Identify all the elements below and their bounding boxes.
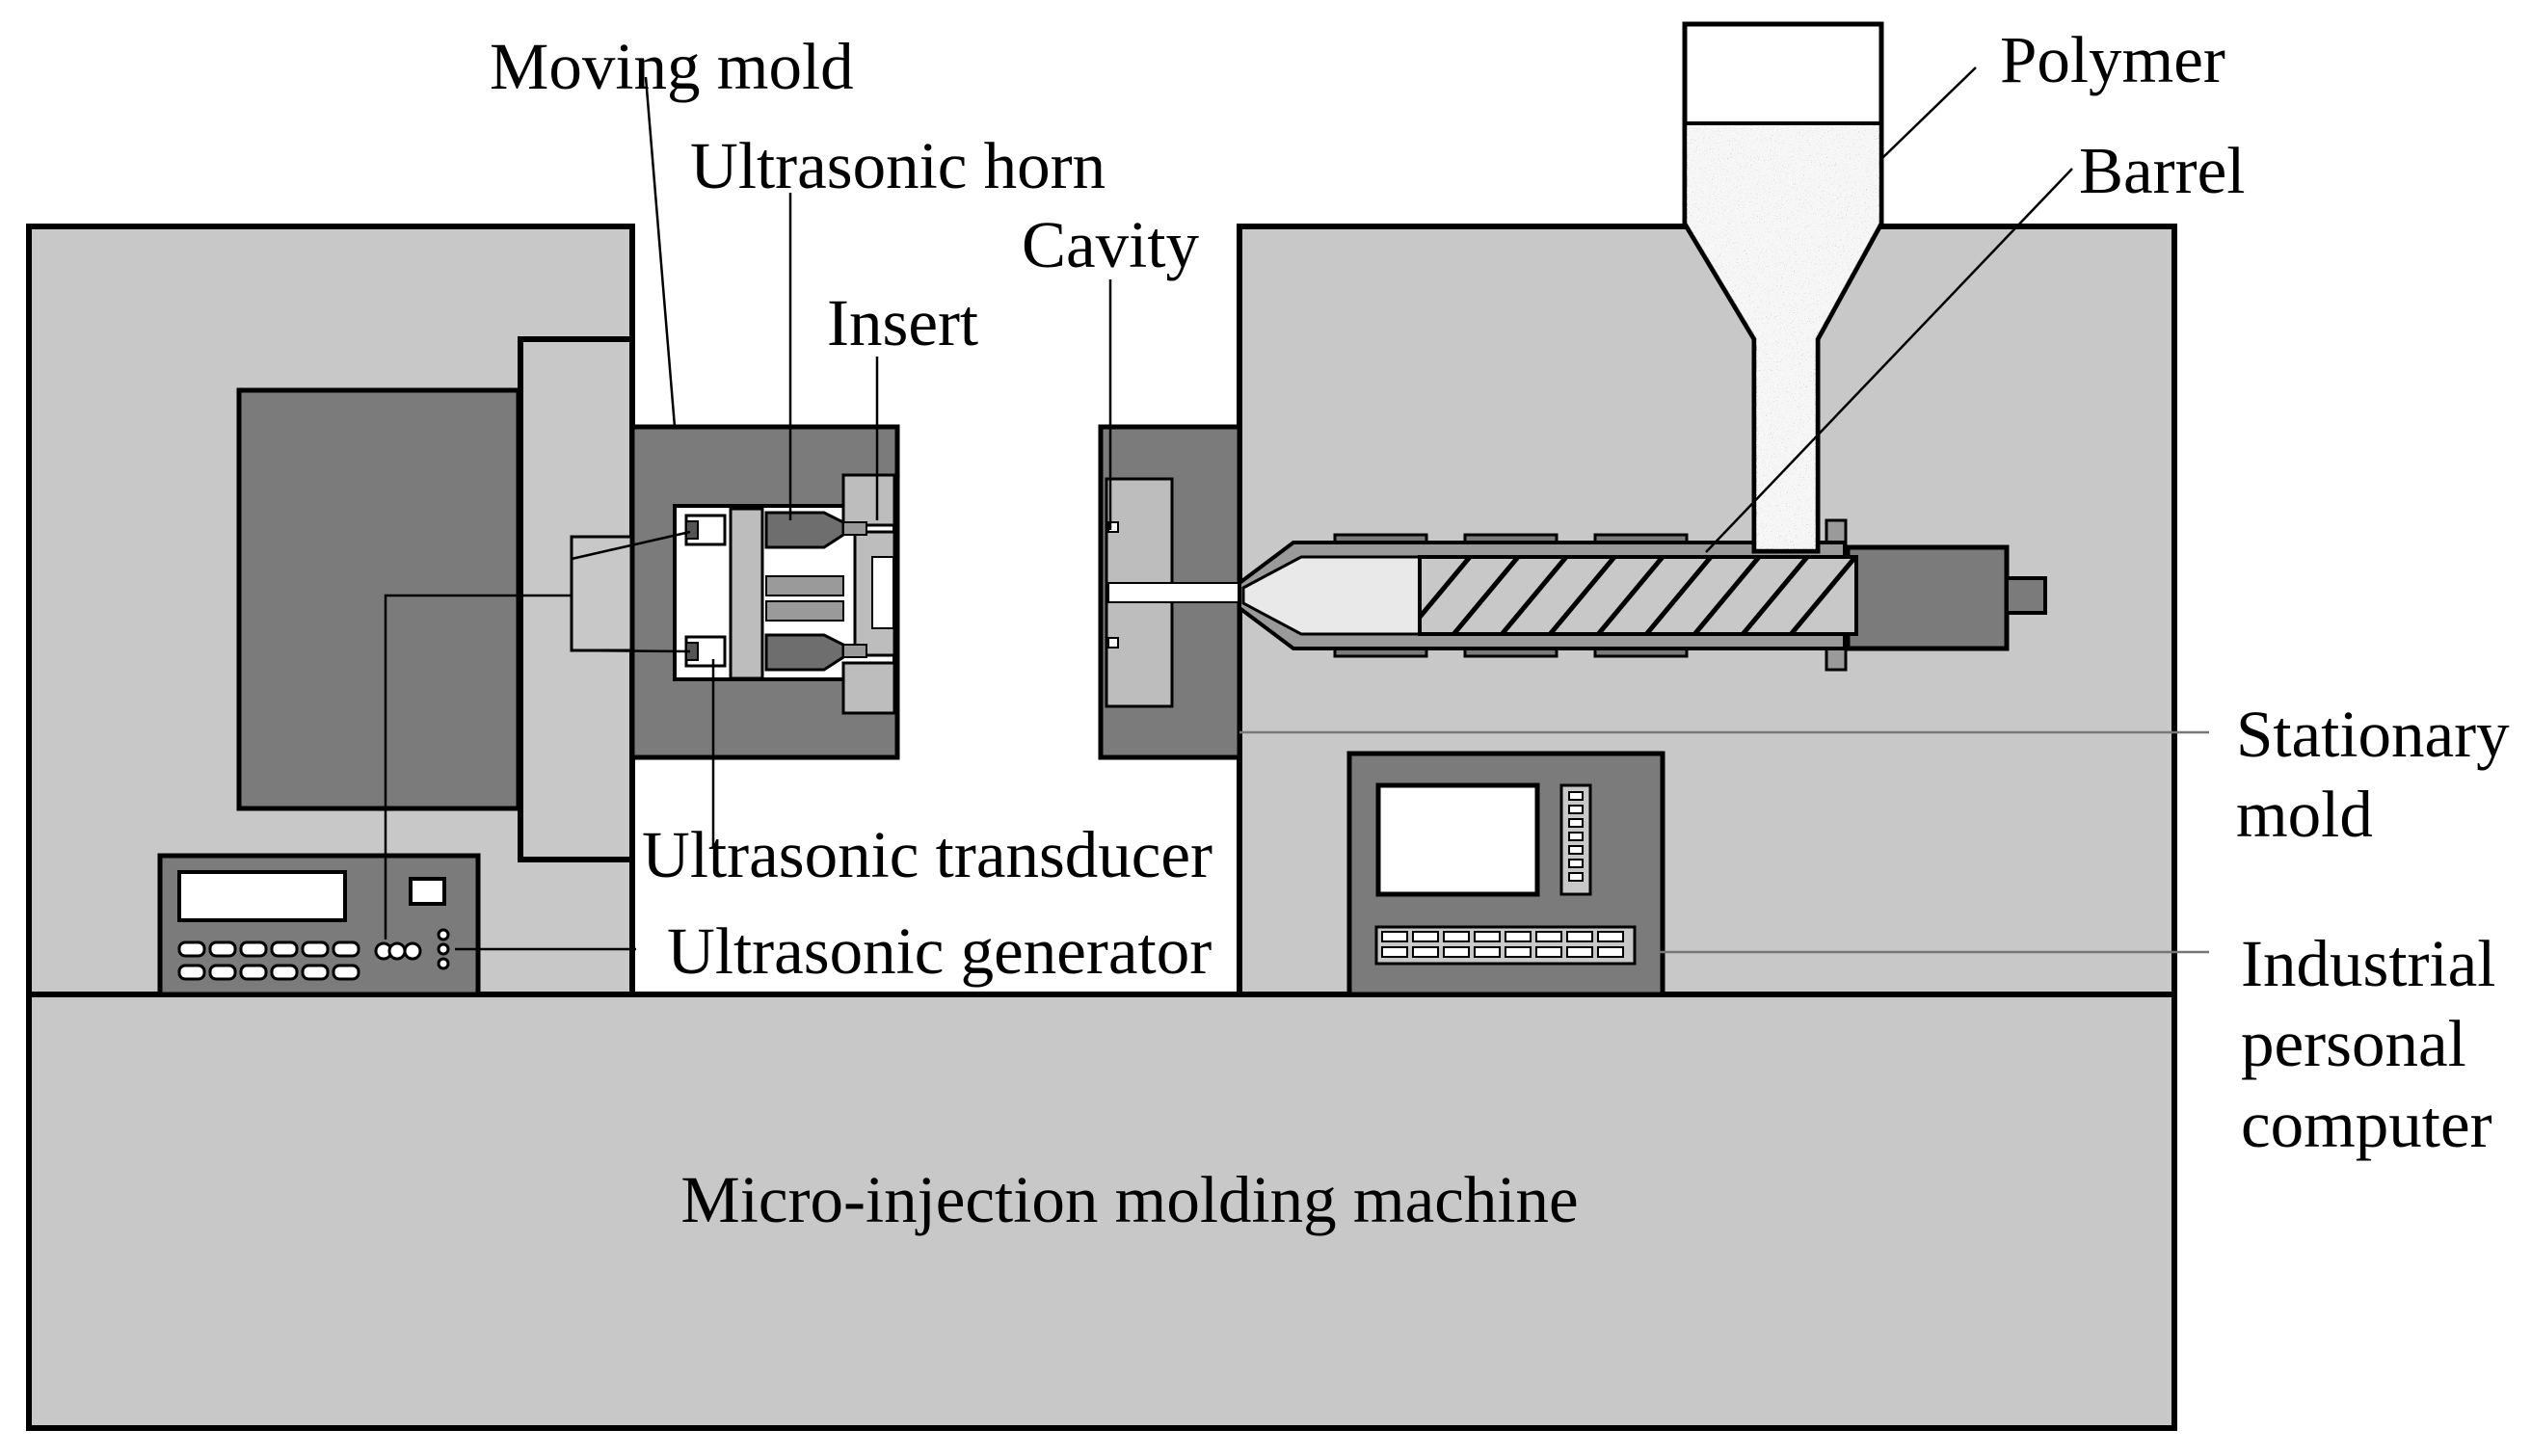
- label-ultrasonic-transducer: Ultrasonic transducer: [642, 818, 1212, 891]
- industrial-pc: [1346, 751, 1665, 997]
- generator-knobs: [374, 928, 450, 970]
- label-ultrasonic-horn: Ultrasonic horn: [690, 129, 1106, 202]
- machine-base: [26, 992, 2177, 1431]
- label-polymer: Polymer: [2000, 23, 2225, 96]
- screw: [1418, 555, 1858, 636]
- label-industrial-pc-2: personal: [2241, 1007, 2466, 1080]
- label-ultrasonic-generator: Ultrasonic generator: [667, 914, 1212, 988]
- stationary-mold: [1098, 424, 1242, 760]
- label-stationary-mold-2: mold: [2236, 778, 2373, 851]
- label-industrial-pc-1: Industrial: [2241, 927, 2495, 1000]
- label-insert: Insert: [827, 286, 978, 359]
- label-barrel: Barrel: [2079, 134, 2245, 207]
- moving-mold: [629, 424, 900, 760]
- clamp-cylinder: [236, 387, 521, 811]
- horn-connector-block: [570, 535, 634, 652]
- ultrasonic-generator: [157, 853, 481, 997]
- generator-keypad: [177, 940, 360, 981]
- label-machine: Micro-injection molding machine: [680, 1163, 1578, 1236]
- label-stationary-mold-1: Stationary: [2236, 698, 2510, 771]
- ultrasonic-assembly: [684, 507, 894, 680]
- label-moving-mold: Moving mold: [490, 30, 854, 103]
- label-cavity: Cavity: [1022, 208, 1199, 281]
- leader-lines: [455, 66, 2209, 954]
- transducer-wiring: [384, 530, 691, 940]
- label-industrial-pc-3: computer: [2241, 1088, 2492, 1161]
